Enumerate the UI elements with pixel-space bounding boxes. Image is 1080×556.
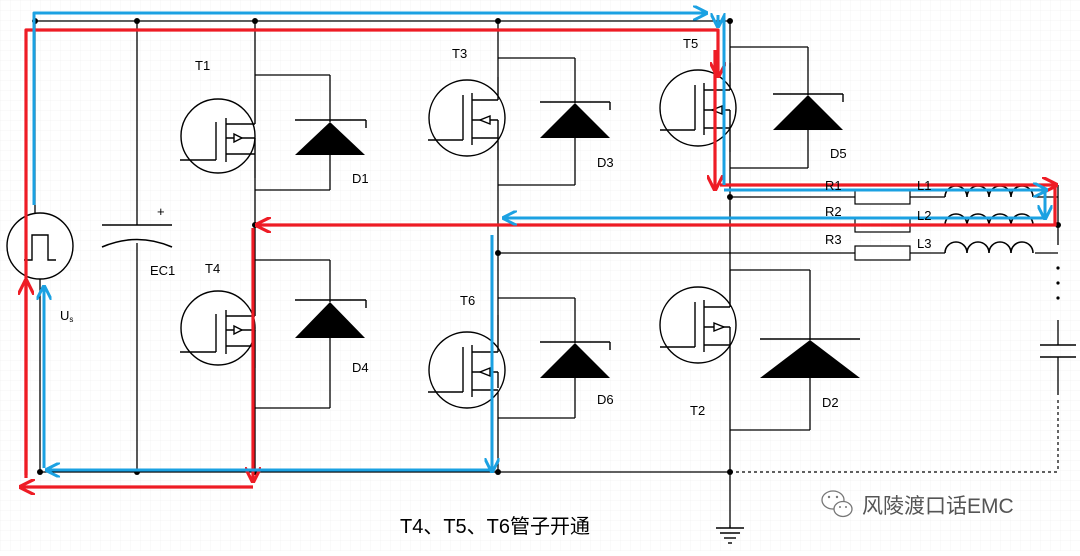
t1-label: T1 xyxy=(195,58,210,73)
d5-label: D5 xyxy=(830,146,847,161)
d1-label: D1 xyxy=(352,171,369,186)
figure-caption: T4、T5、T6管子开通 xyxy=(400,515,590,538)
voltage-source-us xyxy=(6,212,74,280)
load-capacitor xyxy=(1040,344,1076,358)
transistor-t3 xyxy=(428,77,506,160)
ec1-plus-sign: + xyxy=(157,204,165,219)
transistor-t2 xyxy=(659,270,737,380)
inductor-l1 xyxy=(944,185,1034,198)
transistor-t1 xyxy=(180,90,256,178)
current-path-blue xyxy=(32,13,1045,470)
dotted-connection xyxy=(730,400,1059,473)
r2-label: R2 xyxy=(825,204,842,219)
r3-label: R3 xyxy=(825,232,842,247)
square-wave-icon xyxy=(24,234,56,261)
wechat-icon xyxy=(821,490,853,518)
transistor-t5 xyxy=(659,63,737,152)
d4-label: D4 xyxy=(352,360,369,375)
component-labels: T1 T4 T3 T6 T5 T2 D1 D4 D3 D6 D5 D2 R1 R… xyxy=(195,36,931,418)
l2-label: L2 xyxy=(917,208,931,223)
diode-d3 xyxy=(540,101,611,138)
diode-d6 xyxy=(540,341,611,378)
t6-label: T6 xyxy=(460,293,475,308)
d6-label: D6 xyxy=(597,392,614,407)
d2-label: D2 xyxy=(822,395,839,410)
l3-label: L3 xyxy=(917,236,931,251)
transistor-t4 xyxy=(180,290,256,368)
continuation-dots xyxy=(1056,266,1060,300)
l1-label: L1 xyxy=(917,178,931,193)
t2-label: T2 xyxy=(690,403,705,418)
us-label: Us xyxy=(60,308,73,324)
ec1-label: EC1 xyxy=(150,263,175,278)
capacitor-ec1 xyxy=(101,224,173,248)
diode-d5 xyxy=(773,93,844,130)
t4-label: T4 xyxy=(205,261,220,276)
inductor-l3 xyxy=(944,241,1034,254)
watermark-text: 风陵渡口话EMC xyxy=(862,495,1014,518)
d3-label: D3 xyxy=(597,155,614,170)
diode-d2 xyxy=(760,338,860,378)
resistor-r3 xyxy=(854,245,911,261)
watermark: 风陵渡口话EMC xyxy=(821,490,1014,518)
ground-symbol xyxy=(716,525,744,544)
t5-label: T5 xyxy=(683,36,698,51)
diode-d4 xyxy=(295,299,367,338)
t3-label: T3 xyxy=(452,46,467,61)
current-path-red xyxy=(22,28,1055,487)
diode-d1 xyxy=(295,119,367,155)
resistor-r1 xyxy=(854,189,911,205)
r1-label: R1 xyxy=(825,178,842,193)
transistor-t6 xyxy=(428,315,506,409)
